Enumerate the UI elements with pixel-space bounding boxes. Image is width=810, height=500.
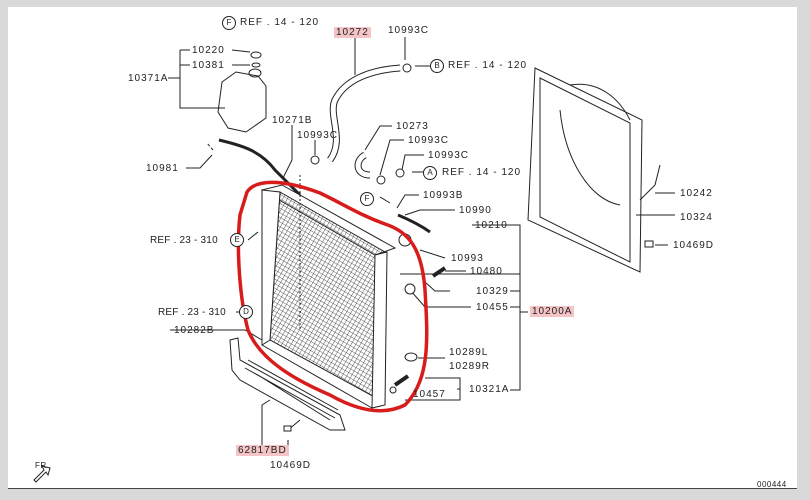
part-10993b[interactable]: 10993B <box>423 190 464 201</box>
part-10289r[interactable]: 10289R <box>449 361 491 372</box>
part-10271b[interactable]: 10271B <box>272 115 313 126</box>
ref-label[interactable]: REF . 14 - 120 <box>442 167 522 178</box>
part-10469d[interactable]: 10469D <box>270 460 312 471</box>
part-10455[interactable]: 10455 <box>476 302 509 313</box>
front-indicator-label: FR <box>35 461 47 470</box>
diagram-code: 000444 <box>757 480 787 489</box>
part-10321a[interactable]: 10321A <box>469 384 510 395</box>
part-10993c[interactable]: 10993C <box>388 25 430 36</box>
part-10993c[interactable]: 10993C <box>428 150 470 161</box>
part-10993c[interactable]: 10993C <box>297 130 339 141</box>
part-10210[interactable]: 10210 <box>475 220 508 231</box>
ref-e-circle: E <box>230 233 244 247</box>
ref-b-circle: B <box>430 59 444 73</box>
part-10457[interactable]: 10457 <box>413 389 446 400</box>
part-10990[interactable]: 10990 <box>459 205 492 216</box>
front-arrow-icon <box>33 465 51 483</box>
part-10469d[interactable]: 10469D <box>673 240 715 251</box>
part-10329[interactable]: 10329 <box>476 286 509 297</box>
part-10272[interactable]: 10272 <box>334 27 371 38</box>
part-10289l[interactable]: 10289L <box>449 347 489 358</box>
part-10981[interactable]: 10981 <box>146 163 179 174</box>
part-10381[interactable]: 10381 <box>192 60 225 71</box>
radiator-core <box>260 175 397 409</box>
lower-shroud <box>229 337 346 431</box>
ref-label[interactable]: REF . 23 - 310 <box>150 235 218 246</box>
part-10993c[interactable]: 10993C <box>408 135 450 146</box>
fan-shroud <box>527 67 675 273</box>
part-10273[interactable]: 10273 <box>396 121 429 132</box>
part-62817bd[interactable]: 62817BD <box>236 445 289 456</box>
ref-f-circle: F <box>360 192 374 206</box>
ref-d-circle: D <box>239 305 253 319</box>
red-annotation-circle <box>236 180 429 413</box>
ref-label[interactable]: REF . 23 - 310 <box>158 307 226 318</box>
ref-a-circle: A <box>423 166 437 180</box>
part-10200a[interactable]: 10200A <box>530 306 575 317</box>
part-10242[interactable]: 10242 <box>680 188 713 199</box>
part-10282b[interactable]: 10282B <box>174 325 215 336</box>
part-10480[interactable]: 10480 <box>470 266 503 277</box>
ref-label[interactable]: REF . 14 - 120 <box>448 60 528 71</box>
part-10324[interactable]: 10324 <box>680 212 713 223</box>
parts-diagram-sheet <box>8 7 797 489</box>
part-10371a[interactable]: 10371A <box>128 73 169 84</box>
ref-f-circle: F <box>222 16 236 30</box>
part-10993[interactable]: 10993 <box>451 253 484 264</box>
reservoir-tank <box>217 51 267 133</box>
ref-label[interactable]: REF . 14 - 120 <box>240 17 320 28</box>
part-10220[interactable]: 10220 <box>192 45 225 56</box>
